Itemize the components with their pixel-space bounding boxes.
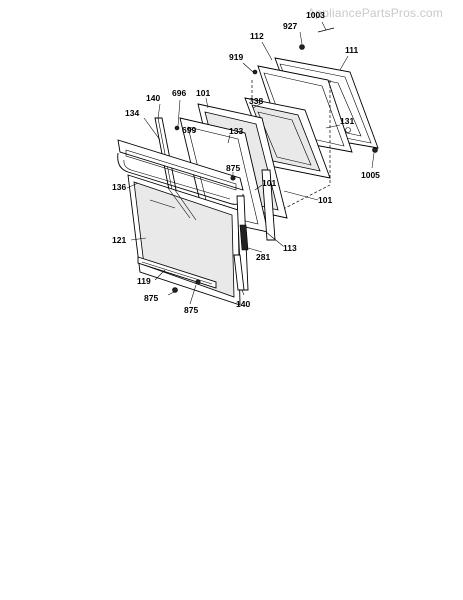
callout-875-mid: 875 [226, 163, 240, 173]
leader-lines [126, 21, 375, 305]
callout-136: 136 [112, 182, 126, 192]
callout-119: 119 [137, 276, 151, 286]
callout-101-top: 101 [196, 88, 210, 98]
callout-919: 919 [229, 52, 243, 62]
callout-140-bot: 140 [236, 299, 250, 309]
callout-113: 113 [283, 243, 297, 253]
callout-112: 112 [250, 31, 264, 41]
bottom-hinge-channel [233, 254, 245, 291]
right-side-channel [236, 169, 276, 291]
callout-927: 927 [283, 21, 297, 31]
callout-699: 699 [182, 125, 196, 135]
callout-338: 338 [249, 96, 263, 106]
fasteners [172, 27, 378, 293]
callout-134: 134 [125, 108, 139, 118]
callout-121: 121 [112, 235, 126, 245]
callout-133: 133 [229, 126, 243, 136]
callout-1003: 1003 [306, 10, 325, 20]
callout-875-bot: 875 [184, 305, 198, 315]
callout-101-right: 101 [318, 195, 332, 205]
callout-131: 131 [340, 116, 354, 126]
callout-1005: 1005 [361, 170, 380, 180]
callout-281: 281 [256, 252, 270, 262]
callout-101-mid: 101 [262, 178, 276, 188]
callout-111: 111 [345, 45, 359, 55]
watermark-text: AppliancePartsPros.com [307, 6, 443, 20]
door-handle-assembly [117, 139, 244, 205]
callout-696: 696 [172, 88, 186, 98]
callout-140-top: 140 [146, 93, 160, 103]
callout-875-low: 875 [144, 293, 158, 303]
